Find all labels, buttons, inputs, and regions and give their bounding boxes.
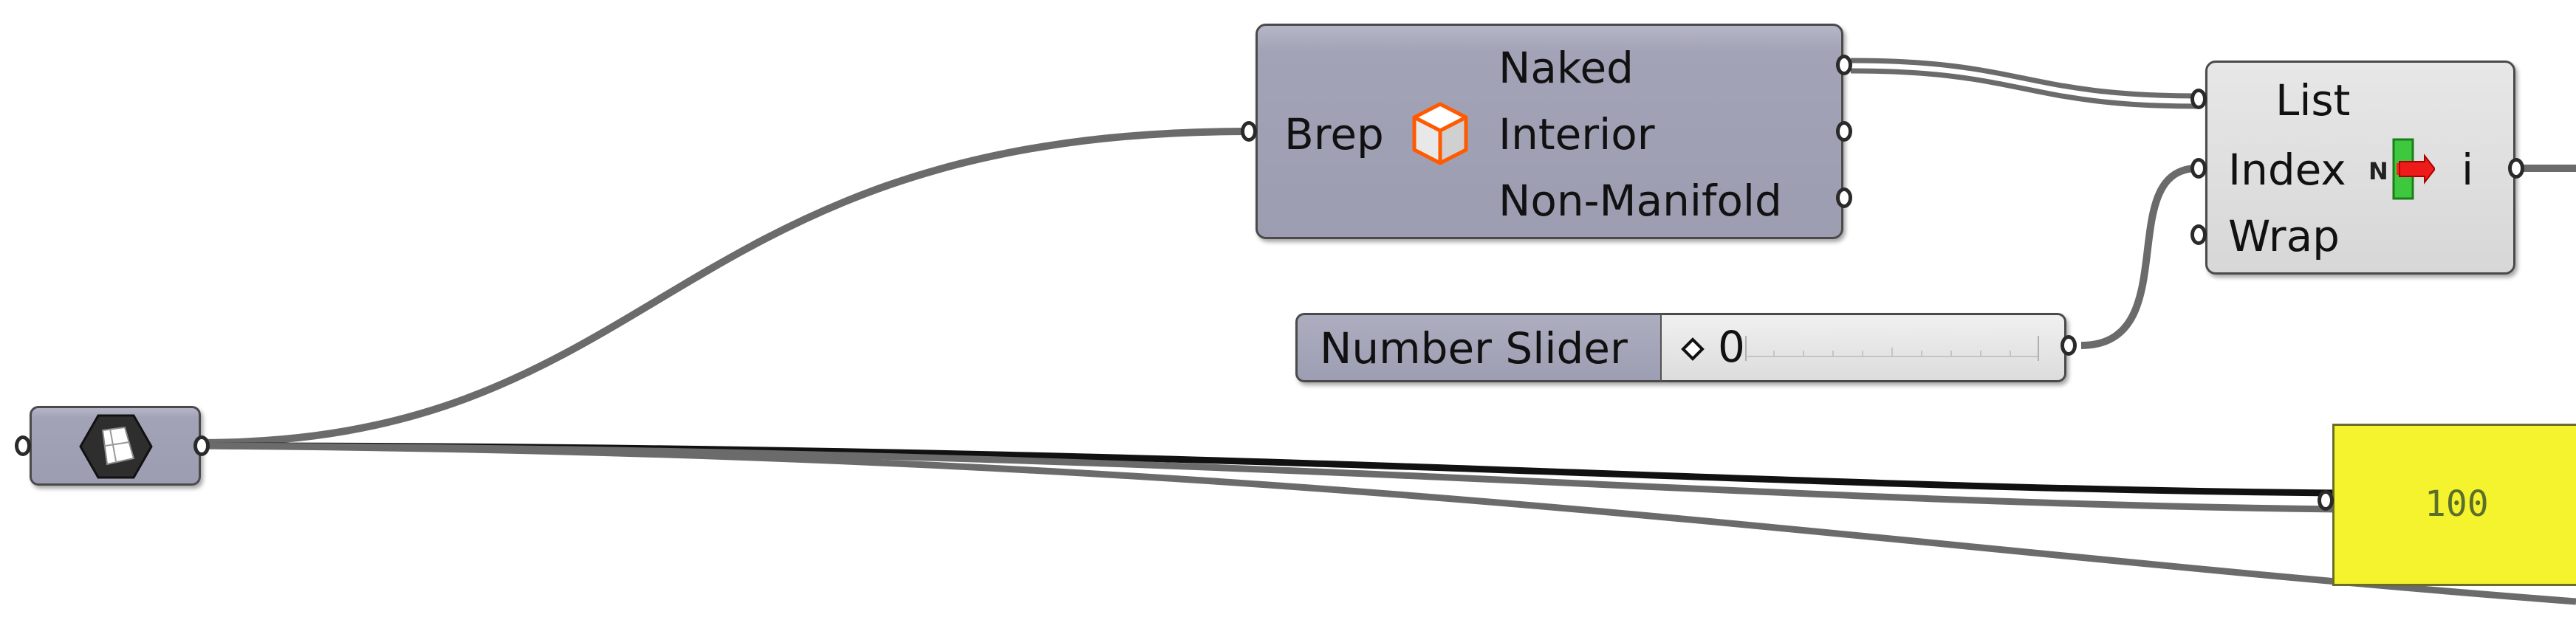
non-manifold-output-grip[interactable]: [1836, 187, 1852, 208]
interior-output-grip[interactable]: [1836, 121, 1852, 142]
wire-param-to-panel-2: [199, 442, 2340, 513]
interior-output-label: Interior: [1498, 109, 1655, 159]
non-manifold-output-label: Non-Manifold: [1498, 176, 1782, 226]
naked-output-grip[interactable]: [1836, 55, 1852, 75]
panel[interactable]: 100: [2332, 424, 2576, 586]
wrap-input-grip[interactable]: [2190, 224, 2207, 245]
item-output-grip[interactable]: [2508, 158, 2524, 179]
list-item-component[interactable]: List Index Wrap N i: [2205, 61, 2515, 275]
brep-edges-component[interactable]: Brep Naked Interior Non-Manifold: [1256, 24, 1843, 239]
svg-text:N: N: [2368, 157, 2388, 185]
naked-output-label: Naked: [1498, 43, 1634, 93]
wire-slider-to-index: [2080, 165, 2199, 349]
list-item-icon: N: [2368, 138, 2435, 200]
wire-naked-to-list-b: [1850, 68, 2199, 109]
slider-value: 0: [1718, 322, 1745, 372]
wire-param-to-brep: [199, 128, 1249, 447]
index-input-label: Index: [2228, 145, 2346, 195]
brep-input-label: Brep: [1284, 109, 1384, 159]
surface-param-icon: [79, 414, 153, 479]
number-slider-track[interactable]: 0: [1662, 313, 2066, 382]
panel-input-grip[interactable]: [2318, 490, 2334, 511]
param-input-grip[interactable]: [15, 435, 31, 456]
wire-param-to-offscreen: [199, 442, 2576, 605]
param-output-grip[interactable]: [193, 435, 210, 456]
item-output-label: i: [2462, 145, 2474, 195]
panel-value: 100: [2425, 483, 2489, 525]
wire-naked-to-list-a: [1850, 58, 2199, 99]
list-input-grip[interactable]: [2190, 89, 2207, 109]
slider-grip-diamond-icon[interactable]: [1681, 337, 1705, 361]
slider-output-grip[interactable]: [2061, 335, 2077, 356]
slider-name-label: Number Slider: [1320, 323, 1628, 373]
wrap-input-label: Wrap: [2228, 211, 2340, 261]
list-input-label: List: [2275, 75, 2351, 125]
surface-param-node[interactable]: [30, 406, 201, 486]
brep-input-grip[interactable]: [1241, 121, 1257, 142]
slider-ticks: [1745, 336, 2039, 361]
number-slider-name[interactable]: Number Slider: [1295, 313, 1662, 382]
index-input-grip[interactable]: [2190, 158, 2207, 179]
brep-edges-icon: [1412, 102, 1468, 165]
